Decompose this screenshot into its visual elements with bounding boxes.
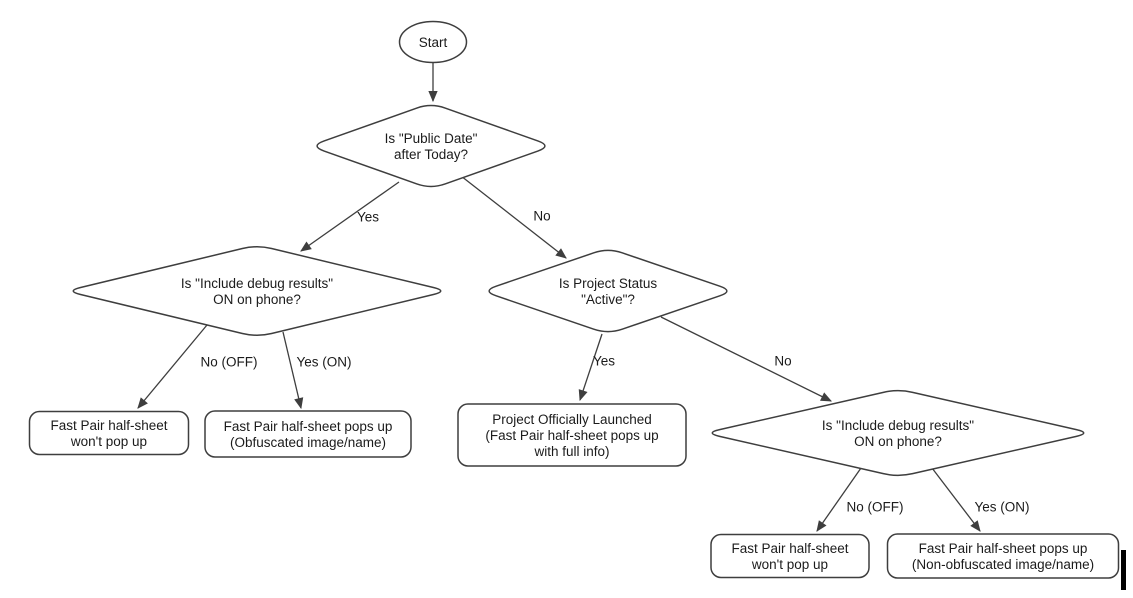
edge-public-date-no — [460, 175, 567, 259]
decision-project-status-shape — [488, 249, 728, 333]
decision-debug-results-right: Is "Include debug results"ON on phone? — [711, 389, 1085, 477]
result-obfuscated-label: Fast Pair half-sheet pops up(Obfuscated … — [224, 419, 393, 450]
decision-debug-results-left-shape — [72, 246, 442, 336]
decision-debug-results-right-label: Is "Include debug results"ON on phone? — [822, 418, 974, 449]
result-obfuscated: Fast Pair half-sheet pops up(Obfuscated … — [204, 410, 412, 458]
decision-public-date-label: Is "Public Date"after Today? — [385, 131, 478, 162]
result-non-obfuscated-label: Fast Pair half-sheet pops up(Non-obfusca… — [912, 541, 1094, 572]
edge-status-no — [660, 316, 832, 402]
edge-debug-right-no-off — [816, 467, 862, 532]
edge-status-no-label: No — [774, 354, 791, 369]
decision-project-status: Is Project Status"Active"? — [488, 249, 728, 333]
edge-public-date-no-label: No — [533, 209, 550, 224]
edge-debug-right-no-off-label: No (OFF) — [847, 500, 904, 515]
edge-debug-left-yes-on-label: Yes (ON) — [296, 355, 351, 370]
decision-public-date-shape — [316, 104, 546, 188]
result-officially-launched: Project Officially Launched(Fast Pair ha… — [457, 403, 687, 467]
edge-public-date-yes-label: Yes — [357, 210, 379, 225]
edge-debug-left-no-off — [137, 324, 208, 409]
edge-debug-right-yes-on — [931, 467, 981, 532]
result-obfuscated-shape — [204, 410, 412, 458]
start-node-shape — [398, 20, 468, 64]
result-officially-launched-label: Project Officially Launched(Fast Pair ha… — [485, 412, 658, 459]
start-node-label: Start — [419, 35, 448, 50]
result-non-obfuscated-shape — [886, 533, 1120, 579]
result-wont-pop-up-right-shape — [710, 533, 870, 579]
result-officially-launched-shape — [457, 403, 687, 467]
edge-debug-left-yes-on — [282, 331, 304, 410]
edge-debug-right-yes-on-label: Yes (ON) — [974, 500, 1029, 515]
decision-project-status-label: Is Project Status"Active"? — [559, 276, 658, 307]
edge-debug-left-no-off-label: No (OFF) — [201, 355, 258, 370]
decision-debug-results-right-shape — [711, 389, 1085, 477]
start-node: Start — [398, 20, 468, 64]
decision-public-date: Is "Public Date"after Today? — [316, 104, 546, 188]
decision-debug-results-left-label: Is "Include debug results"ON on phone? — [181, 276, 333, 307]
result-wont-pop-up-left-shape — [28, 410, 190, 456]
edge-status-yes-label: Yes — [593, 354, 615, 369]
edge-status-yes — [578, 333, 603, 402]
result-non-obfuscated: Fast Pair half-sheet pops up(Non-obfusca… — [886, 533, 1120, 579]
decision-debug-results-left: Is "Include debug results"ON on phone? — [72, 246, 442, 336]
edge-public-date-yes — [300, 181, 400, 252]
text-cursor — [1121, 550, 1126, 590]
